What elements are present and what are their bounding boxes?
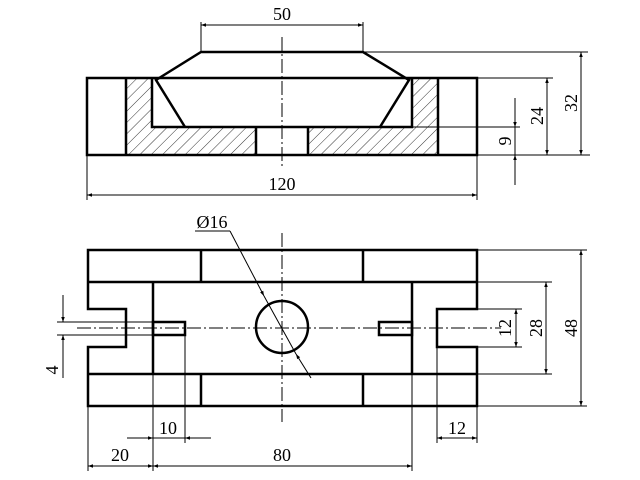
dim-base-thickness: 9	[495, 137, 515, 146]
dim-inner-length: 80	[273, 445, 291, 465]
hatch-right	[308, 78, 438, 155]
dim-overall-width: 48	[561, 319, 581, 337]
dim-inner-width: 28	[526, 319, 546, 337]
cone-part-outline	[154, 50, 411, 128]
plan-view: Ø16 4 12 28 48 10 1	[42, 212, 587, 471]
hatch-left	[126, 78, 256, 155]
dim-flange-length: 20	[111, 445, 129, 465]
dim-total-height: 32	[561, 94, 581, 112]
dim-slot-width: 4	[42, 366, 62, 375]
dim-hole-diameter: Ø16	[197, 212, 228, 232]
dim-notch-depth: 12	[448, 418, 466, 438]
dim-top-width: 50	[273, 4, 291, 24]
section-view: 50 32 24 9 120	[85, 4, 590, 200]
dim-overall-length: 120	[269, 174, 296, 194]
dim-wall-height: 24	[527, 107, 547, 125]
dim-notch-width: 12	[495, 319, 515, 337]
dim-slot-depth: 10	[159, 418, 177, 438]
